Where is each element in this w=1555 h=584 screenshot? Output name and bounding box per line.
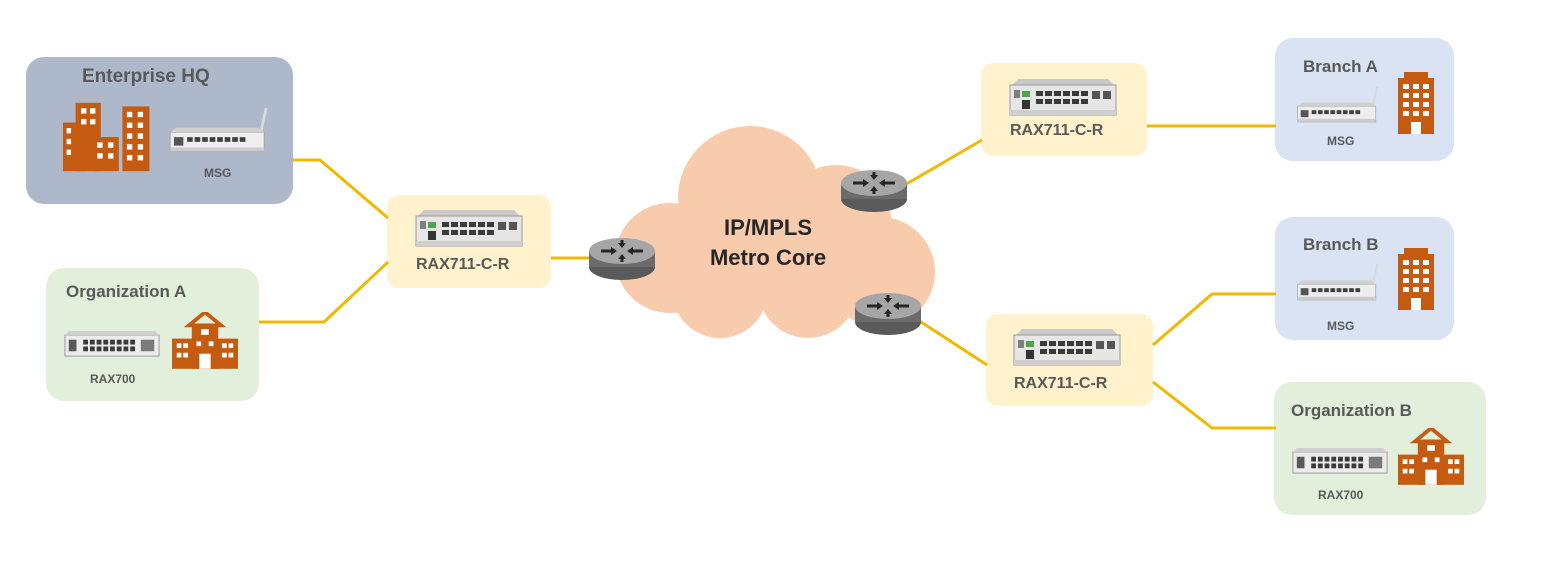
- rack-switch-icon: [1009, 79, 1117, 116]
- wireless-gateway-icon: [1296, 262, 1379, 302]
- branch-a-title: Branch A: [1303, 57, 1378, 76]
- school-building-icon: [1398, 428, 1464, 485]
- left-aggregation-device-label: RAX711-C-R: [416, 256, 510, 273]
- link-bottom-right-aggregation-to-org-b: [1152, 380, 1276, 430]
- organization-b-device-label: RAX700: [1318, 488, 1364, 502]
- cloud-label: IP/MPLS Metro Core: [688, 213, 848, 273]
- wireless-gateway-icon: [168, 108, 268, 153]
- cloud-label-line2: Metro Core: [709, 245, 827, 270]
- branch-a-device-label: MSG: [1327, 134, 1355, 148]
- bottom-right-aggregation-device-label: RAX711-C-R: [1014, 375, 1108, 392]
- organization-b-title: Organization B: [1291, 401, 1412, 420]
- wireless-gateway-icon: [1296, 84, 1379, 124]
- branch-b-device-label: MSG: [1327, 319, 1355, 333]
- branch-b-title: Branch B: [1303, 235, 1379, 254]
- organization-a-device-label: RAX700: [90, 372, 136, 386]
- link-router-to-top-right-aggregation: [902, 138, 983, 188]
- router-icon: [839, 168, 909, 214]
- rack-switch-icon: [1013, 329, 1121, 366]
- top-right-aggregation-device-label: RAX711-C-R: [1010, 122, 1104, 139]
- cloud-label-line1: IP/MPLS: [723, 215, 812, 240]
- office-buildings-icon: [63, 102, 150, 172]
- organization-a-title: Organization A: [66, 282, 187, 301]
- rax700-device-icon: [64, 331, 160, 357]
- rax700-device-icon: [1292, 448, 1388, 474]
- tower-building-icon: [1398, 72, 1434, 134]
- router-icon: [587, 236, 657, 282]
- rack-switch-icon: [415, 210, 523, 247]
- link-bottom-right-aggregation-to-branch-b: [1152, 292, 1276, 347]
- enterprise-hq-device-label: MSG: [204, 166, 232, 180]
- link-router-to-bottom-right-aggregation: [917, 318, 988, 367]
- router-icon: [853, 291, 923, 337]
- school-building-icon: [172, 312, 238, 369]
- link-org-a-to-left-aggregation: [259, 260, 390, 324]
- link-hq-to-left-aggregation: [293, 158, 389, 220]
- tower-building-icon: [1398, 248, 1434, 310]
- enterprise-hq-title: Enterprise HQ: [82, 66, 210, 87]
